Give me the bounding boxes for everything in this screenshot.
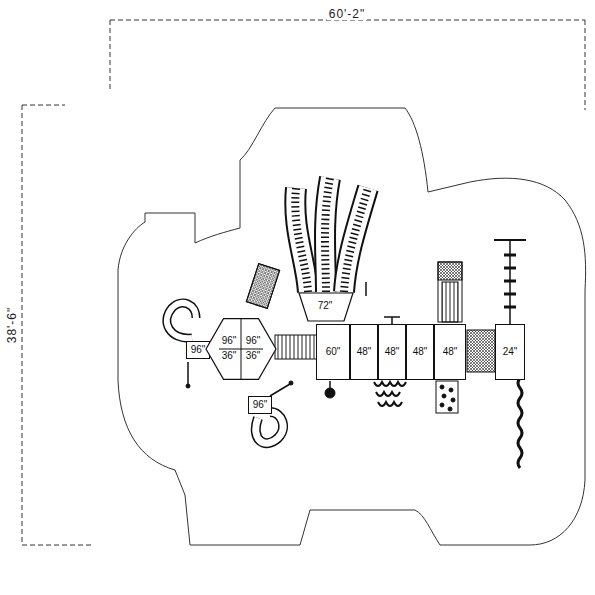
deck-platform: 60" bbox=[316, 324, 350, 380]
deck-platform: 96" bbox=[248, 396, 272, 414]
dimension-label: 60'-2" bbox=[327, 8, 368, 20]
deck-accessories bbox=[325, 240, 526, 468]
height-label: 96" bbox=[191, 345, 206, 355]
spiral-slides bbox=[167, 303, 293, 443]
tube-slides bbox=[295, 178, 368, 296]
dimension-label: 38'-6" bbox=[6, 305, 18, 346]
height-label: 48" bbox=[357, 347, 372, 357]
height-label: 60" bbox=[326, 347, 341, 357]
height-label: 72" bbox=[318, 301, 333, 311]
hexagon-deck: 96" 36" 96" 36" bbox=[205, 313, 277, 385]
bridge bbox=[275, 335, 317, 359]
height-label: 24" bbox=[503, 347, 518, 357]
safety-zone bbox=[118, 108, 586, 545]
height-label: 96" bbox=[253, 400, 268, 410]
deck-platform: 24" bbox=[495, 324, 525, 380]
dimension-lines bbox=[22, 20, 585, 545]
height-label: 96" bbox=[246, 336, 261, 346]
height-label: 48" bbox=[413, 347, 428, 357]
height-label: 48" bbox=[385, 347, 400, 357]
height-label: 96" bbox=[222, 336, 237, 346]
deck-platform: 48" bbox=[350, 324, 378, 380]
deck-platform: 48" bbox=[434, 324, 466, 380]
deck-platform: 48" bbox=[406, 324, 434, 380]
slide-platform: 72" bbox=[298, 292, 354, 322]
climbing-panel bbox=[246, 264, 279, 309]
height-label: 36" bbox=[222, 351, 237, 361]
deck-platform: 48" bbox=[378, 324, 406, 380]
hexagon-outline bbox=[205, 313, 277, 385]
height-label: 48" bbox=[443, 347, 458, 357]
height-label: 36" bbox=[246, 351, 261, 361]
